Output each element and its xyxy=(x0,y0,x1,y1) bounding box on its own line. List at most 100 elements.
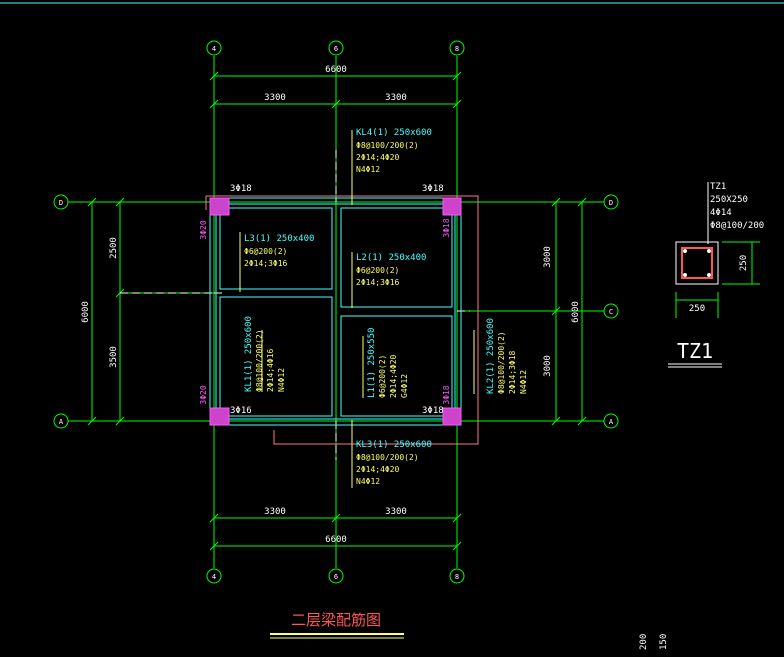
slab-panel-top-right xyxy=(340,207,453,308)
beam-kl1-line3: N4Φ12 xyxy=(277,368,286,392)
axis-label-left-a: A xyxy=(59,418,64,426)
bar-notes: 3Φ18 3Φ18 3Φ16 3Φ18 3Φ20 3Φ20 3Φ18 3Φ18 xyxy=(199,184,451,416)
column-bottom-left xyxy=(209,407,230,426)
beam-kl2-line1: Φ8@100/200(2) xyxy=(497,331,506,394)
beam-kl4-name: KL4(1) 250x600 xyxy=(356,128,432,138)
beam-annot-kl3: KL3(1) 250x600 Φ8@100/200(2) 2Φ14;4Φ20 N… xyxy=(356,440,432,486)
axis-label-right-d: D xyxy=(609,199,613,207)
tz1-caption: TZ1 xyxy=(677,339,713,363)
column-bottom-right xyxy=(442,407,462,426)
beam-l3-name: L3(1) 250x400 xyxy=(244,234,314,244)
axis-bubble-bottom-8 xyxy=(449,568,465,584)
beam-annot-l1: L1(1) 250x550 Φ6@200(2) 2Φ14;4Φ20 G4Φ12 xyxy=(367,328,409,398)
dim-left-lower: 3500 xyxy=(109,346,119,368)
bar-note-left-upper: 3Φ20 xyxy=(199,220,208,239)
beam-l1-line1: Φ6@200(2) xyxy=(378,355,387,398)
beam-kl3-line3: N4Φ12 xyxy=(356,477,380,486)
beam-kl4-line3: N4Φ12 xyxy=(356,165,380,174)
beam-l3-line2: 2Φ14;3Φ16 xyxy=(244,259,288,268)
corner-text-1: 200 xyxy=(639,634,649,650)
beam-l1-name: L1(1) 250x550 xyxy=(367,328,377,398)
axis-label-right-a: A xyxy=(609,418,614,426)
beam-kl4-line2: 2Φ14;4Φ20 xyxy=(356,153,400,162)
axis-label-bottom-6: 6 xyxy=(334,573,338,581)
beam-annot-kl1: KL1(1) 250x600 Φ8@100/200(2) 2Φ14;4Φ16 N… xyxy=(244,316,286,392)
axis-bubble-right-d xyxy=(603,194,619,210)
beam-kl2-line2: 2Φ14;3Φ18 xyxy=(508,350,517,394)
tz1-section-outer xyxy=(675,241,719,285)
beam-l3-line1: Φ6@200(2) xyxy=(244,247,287,256)
tz1-dim-h: 250 xyxy=(739,255,749,271)
beam-kl2-name: KL2(1) 250x600 xyxy=(486,318,496,394)
tz1-name: TZ1 xyxy=(710,182,726,192)
beam-kl3-line1: Φ8@100/200(2) xyxy=(356,453,419,462)
axis-bubble-left-d xyxy=(53,194,69,210)
dim-right-lower: 3000 xyxy=(543,355,553,377)
beam-kl4-line1: Φ8@100/200(2) xyxy=(356,141,419,150)
corner-texts: 200 150 xyxy=(639,634,669,650)
bar-note-top-left: 3Φ18 xyxy=(230,184,252,194)
axis-bubble-top-4 xyxy=(206,40,222,56)
dim-right-total: 6000 xyxy=(571,301,581,323)
axis-label-top-6: 6 xyxy=(334,45,338,53)
drawing-title: 二层梁配筋图 xyxy=(291,611,381,629)
dim-top-total: 6600 xyxy=(325,65,347,75)
dim-right-upper: 3000 xyxy=(543,246,553,268)
drawing-title-group: 二层梁配筋图 xyxy=(270,611,404,639)
beam-l2-line2: 2Φ14;3Φ16 xyxy=(356,278,400,287)
bar-note-top-right: 3Φ18 xyxy=(422,184,444,194)
column-top-right xyxy=(442,197,462,216)
axis-label-bottom-8: 8 xyxy=(455,573,459,581)
axis-bubble-bottom-4 xyxy=(206,568,222,584)
beam-annot-l3: L3(1) 250x400 Φ6@200(2) 2Φ14;3Φ16 xyxy=(244,234,314,268)
dim-top-right: 3300 xyxy=(385,93,407,103)
beam-l1-line3: G4Φ12 xyxy=(400,374,409,398)
dim-bottom-right: 3300 xyxy=(385,507,407,517)
beam-outlines xyxy=(209,197,462,426)
bar-note-bottom-right: 3Φ18 xyxy=(422,406,444,416)
beam-kl3-line2: 2Φ14;4Φ20 xyxy=(356,465,400,474)
bar-note-right-lower: 3Φ18 xyxy=(442,385,451,404)
axis-bubble-bottom-6 xyxy=(328,568,344,584)
axis-bubble-right-a xyxy=(603,413,619,429)
dim-left-upper: 2500 xyxy=(109,237,119,259)
dim-bottom-total: 6600 xyxy=(325,535,347,545)
beam-kl2-line3: N4Φ12 xyxy=(519,370,528,394)
axis-label-bottom-4: 4 xyxy=(212,573,216,581)
beam-l1-line2: 2Φ14;4Φ20 xyxy=(389,354,398,398)
axis-bubble-left-a xyxy=(53,413,69,429)
beam-l2-name: L2(1) 250x400 xyxy=(356,253,426,263)
beam-kl1-name: KL1(1) 250x600 xyxy=(244,316,254,392)
slab-panel-top-left xyxy=(219,207,333,290)
column-top-left xyxy=(209,197,230,216)
beam-kl3-name: KL3(1) 250x600 xyxy=(356,440,432,450)
slab-panel-bottom-right xyxy=(340,315,453,417)
beam-l2-line1: Φ6@200(2) xyxy=(356,266,399,275)
tz1-size: 250X250 xyxy=(710,195,748,205)
slab-panel-bottom-left xyxy=(219,296,333,417)
beam-annot-l2: L2(1) 250x400 Φ6@200(2) 2Φ14;3Φ16 xyxy=(356,253,426,287)
dimension-texts: 6600 3300 3300 3300 3300 6600 6000 2500 … xyxy=(81,65,581,545)
tz1-stirrup: Φ8@100/200 xyxy=(710,221,764,231)
axis-bubble-top-6 xyxy=(328,40,344,56)
dim-top-left: 3300 xyxy=(264,93,286,103)
red-outline xyxy=(205,195,479,445)
axis-label-top-8: 8 xyxy=(455,45,459,53)
bar-note-left-lower: 3Φ20 xyxy=(199,385,208,404)
axis-label-left-d: D xyxy=(59,199,63,207)
outer-beam-rect xyxy=(209,197,462,426)
axis-bubble-top-8 xyxy=(449,40,465,56)
axis-bubble-right-c xyxy=(603,303,619,319)
beam-kl1-line1: Φ8@100/200(2) xyxy=(255,329,264,392)
bar-note-bottom-left: 3Φ16 xyxy=(230,406,252,416)
tz1-detail: TZ1 250X250 4Φ14 Φ8@100/200 250 250 TZ1 xyxy=(668,182,764,368)
tz1-dim-w: 250 xyxy=(689,304,705,314)
columns xyxy=(209,197,462,426)
axis-bubbles xyxy=(53,40,619,584)
inner-beam-rect xyxy=(215,203,456,420)
tz1-section-inner xyxy=(681,247,713,279)
beam-annot-kl4: KL4(1) 250x600 Φ8@100/200(2) 2Φ14;4Φ20 N… xyxy=(356,128,432,174)
beam-annot-kl2: KL2(1) 250x600 Φ8@100/200(2) 2Φ14;3Φ18 N… xyxy=(486,318,528,394)
axis-labels: 4 6 8 4 6 8 D A D C A xyxy=(59,45,614,581)
